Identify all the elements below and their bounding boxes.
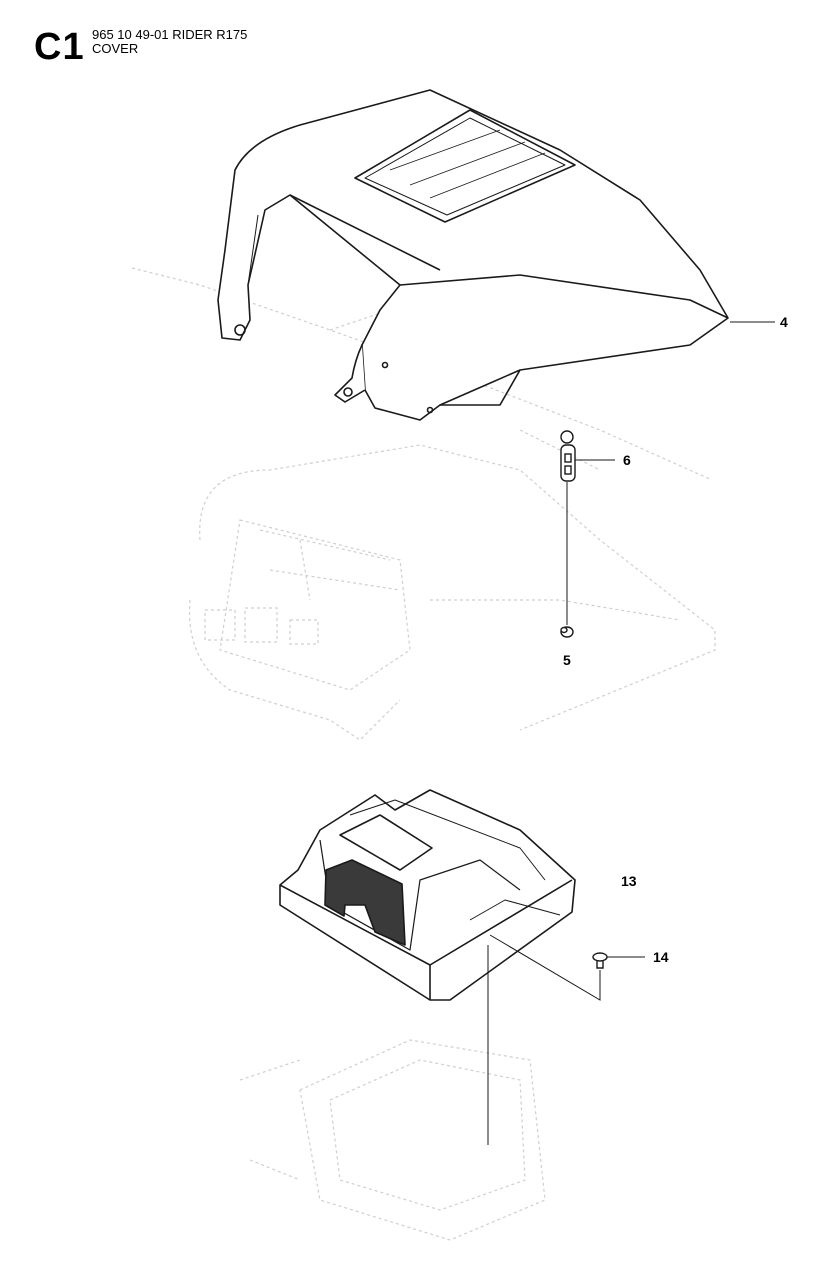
callout-13: 13: [621, 873, 637, 889]
ghost-chassis: [131, 267, 716, 1241]
battery-cover-part-13: [279, 789, 576, 1001]
section-code: C1: [34, 26, 85, 68]
hood-part-4: [217, 89, 729, 421]
section-name: COVER: [92, 41, 139, 56]
callout-4: 4: [780, 314, 788, 330]
header-title-block: 965 10 49-01 RIDER R175 COVER: [92, 28, 247, 56]
model-line: 965 10 49-01 RIDER R175: [92, 27, 248, 42]
leader-lines: [487, 321, 775, 1145]
callout-14: 14: [653, 949, 669, 965]
callout-6: 6: [623, 452, 631, 468]
callout-5: 5: [563, 652, 571, 668]
pin-part-6: [560, 430, 576, 482]
clip-part-5: [560, 626, 574, 638]
screw-part-14: [592, 952, 608, 969]
